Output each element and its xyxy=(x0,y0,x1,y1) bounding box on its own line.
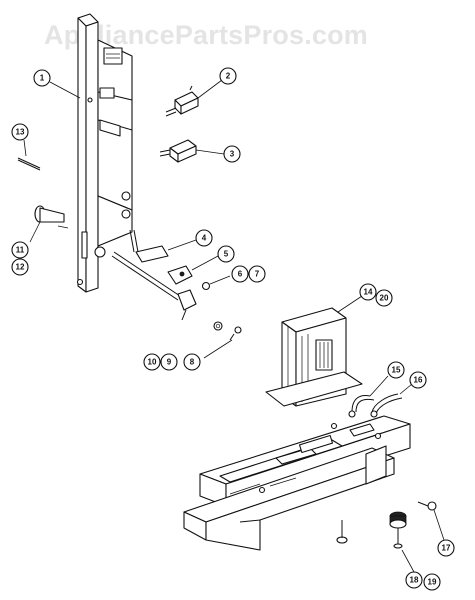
svg-text:4: 4 xyxy=(202,234,207,243)
callout-16: 16 xyxy=(409,371,427,389)
svg-text:19: 19 xyxy=(428,578,437,587)
svg-text:9: 9 xyxy=(167,358,172,367)
svg-text:6: 6 xyxy=(238,270,243,279)
screw-part-8 xyxy=(203,326,242,359)
callout-10: 10 xyxy=(143,353,161,371)
switch-upper xyxy=(165,79,223,117)
callout-9: 9 xyxy=(160,353,178,371)
callout-11: 11 xyxy=(11,241,29,259)
svg-text:14: 14 xyxy=(364,288,373,297)
svg-text:11: 11 xyxy=(16,246,25,255)
callout-15: 15 xyxy=(387,361,405,379)
svg-text:18: 18 xyxy=(410,576,419,585)
svg-text:12: 12 xyxy=(16,263,25,272)
callout-13: 13 xyxy=(11,123,29,141)
callout-6: 6 xyxy=(231,265,249,283)
screw-part-17 xyxy=(417,501,445,541)
svg-text:3: 3 xyxy=(230,150,235,159)
base-chassis xyxy=(183,415,411,551)
svg-text:8: 8 xyxy=(190,358,195,367)
svg-text:20: 20 xyxy=(380,294,389,303)
svg-text:17: 17 xyxy=(442,544,451,553)
svg-text:1: 1 xyxy=(40,74,45,83)
svg-text:5: 5 xyxy=(224,250,229,259)
callout-1: 1 xyxy=(33,69,51,87)
svg-text:13: 13 xyxy=(16,128,25,137)
shaft-part-11 xyxy=(29,205,69,243)
callout-19: 19 xyxy=(423,573,441,591)
latch-cam xyxy=(167,255,219,285)
screw-under-chassis xyxy=(336,520,348,544)
callout-18: 18 xyxy=(405,571,423,589)
svg-text:10: 10 xyxy=(148,358,157,367)
svg-text:7: 7 xyxy=(255,270,260,279)
callout-14: 14 xyxy=(359,283,377,301)
callout-4: 4 xyxy=(195,229,213,247)
pin-part-13 xyxy=(17,139,41,171)
switch-lower xyxy=(159,139,225,163)
latch-lever xyxy=(129,229,197,263)
latch-plate-assembly xyxy=(76,13,133,293)
svg-text:16: 16 xyxy=(414,376,423,385)
callout-17: 17 xyxy=(437,539,455,557)
foot-part-18 xyxy=(389,511,415,573)
svg-text:2: 2 xyxy=(226,72,231,81)
callout-2: 2 xyxy=(219,67,237,85)
transformer xyxy=(265,295,363,407)
wire-harness xyxy=(348,375,413,418)
callout-20: 20 xyxy=(375,289,393,307)
callout-12: 12 xyxy=(11,258,29,276)
callout-7: 7 xyxy=(248,265,266,283)
nut-part-6 xyxy=(201,275,231,291)
svg-text:15: 15 xyxy=(392,366,401,375)
callout-3: 3 xyxy=(223,145,241,163)
linkage-arm xyxy=(111,251,223,331)
callout-8: 8 xyxy=(183,353,201,371)
callout-5: 5 xyxy=(217,245,235,263)
